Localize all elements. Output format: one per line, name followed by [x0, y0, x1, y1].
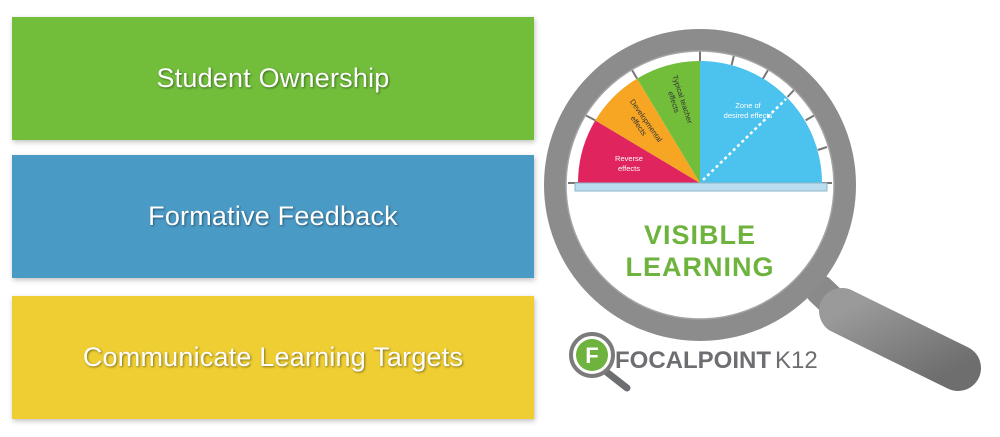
gauge-ticks — [568, 51, 832, 184]
gauge-needle — [702, 98, 787, 181]
gauge-zone-reverse — [578, 120, 700, 183]
visible-learning-line1: VISIBLE — [644, 220, 756, 250]
focalpoint-logo-icon: F — [569, 332, 631, 392]
zone-label-reverse-2: effects — [618, 164, 640, 173]
focalpoint-logo: F FOCALPOINT K12 — [569, 332, 818, 392]
magnifier-rim — [544, 29, 856, 341]
gauge-zone-typical — [637, 61, 700, 183]
logo-suffix: K12 — [775, 347, 818, 374]
banner-label: Communicate Learning Targets — [82, 342, 464, 372]
gauge-zone-developmental — [595, 78, 700, 183]
banner-student-ownership: Student Ownership — [12, 17, 534, 140]
zone-label-desired-1: Zone of — [735, 101, 761, 110]
zone-label-reverse-1: Reverse — [615, 154, 643, 163]
zone-label-desired-2: desired effects — [724, 111, 773, 120]
banner-label: Formative Feedback — [148, 201, 398, 231]
logo-name: FOCALPOINT — [615, 347, 771, 374]
gauge-base — [574, 182, 828, 192]
banner-label: Student Ownership — [156, 63, 390, 93]
banner-communicate-learning-targets: Communicate Learning Targets — [12, 296, 534, 419]
gauge: Reverse effects Developmental effects Ty… — [568, 51, 832, 192]
logo-letter: F — [585, 343, 598, 368]
visible-learning-line2: LEARNING — [626, 252, 775, 282]
banner-formative-feedback: Formative Feedback — [12, 155, 534, 278]
